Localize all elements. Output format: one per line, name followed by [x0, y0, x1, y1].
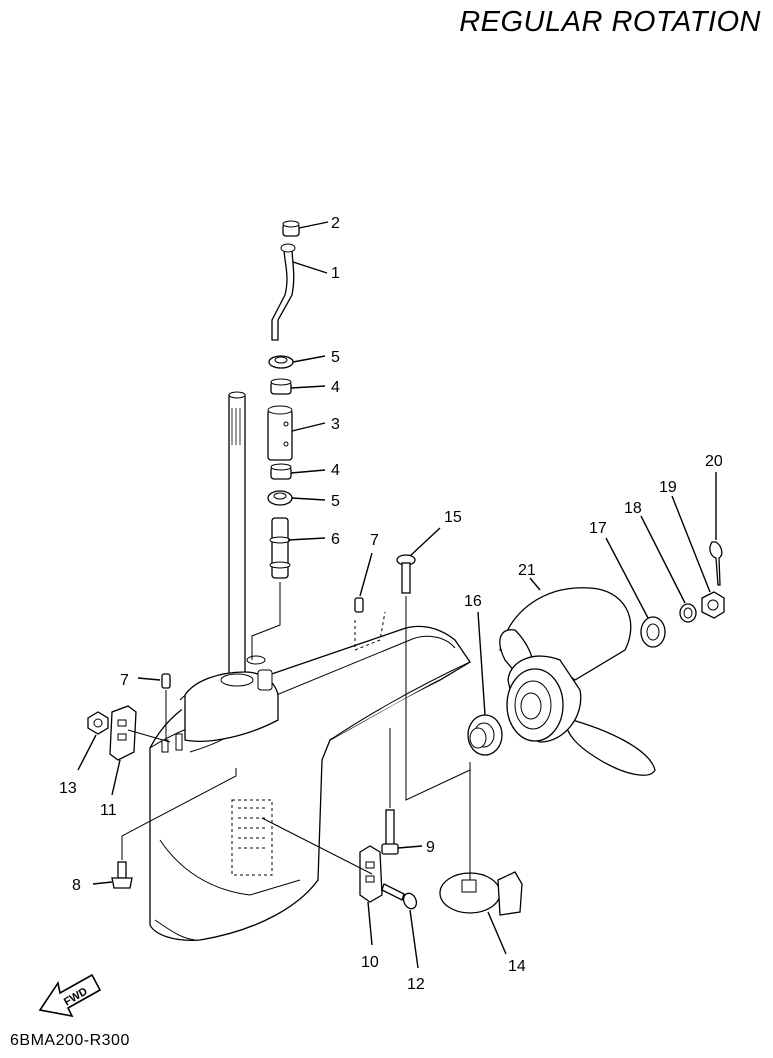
part-8-screw	[111, 861, 133, 889]
callout-17: 17	[589, 520, 607, 537]
part-18-washer	[679, 603, 697, 623]
callout-8: 8	[72, 877, 81, 894]
callout-7-right: 7	[370, 532, 379, 549]
part-15-bolt	[396, 554, 416, 594]
callout-4-lower: 4	[331, 462, 340, 479]
part-19-propeller-nut	[701, 591, 725, 619]
housing-studs	[161, 733, 183, 753]
callout-leaders	[77, 221, 717, 969]
part-12-bolt	[381, 883, 418, 910]
callout-1: 1	[331, 265, 340, 282]
callout-13: 13	[59, 780, 77, 797]
part-2-grommet	[282, 220, 300, 237]
part-5-seal-upper	[268, 355, 294, 369]
callout-2: 2	[331, 215, 340, 232]
part-17-spacer	[640, 616, 666, 648]
part-20-cotter-pin	[709, 541, 723, 586]
callout-20: 20	[705, 453, 723, 470]
part-13-nut	[87, 711, 109, 735]
callout-3: 3	[331, 416, 340, 433]
part-11-anode-tab	[109, 705, 137, 761]
callout-5-lower: 5	[331, 493, 340, 510]
callout-11: 11	[100, 802, 117, 819]
part-9-bolt	[381, 809, 399, 855]
callout-15: 15	[444, 509, 462, 526]
part-21-propeller	[499, 587, 656, 776]
diagram-code: 6BMA200-R300	[10, 1032, 130, 1049]
callout-9: 9	[426, 839, 435, 856]
part-5-seal-lower	[267, 490, 293, 506]
callout-18: 18	[624, 500, 642, 517]
callout-10: 10	[361, 954, 379, 971]
part-6-water-pipe-joint	[269, 517, 291, 579]
callout-4-upper: 4	[331, 379, 340, 396]
diagram-title: REGULAR ROTATION	[459, 6, 761, 38]
housing-top-boss	[184, 655, 279, 742]
callout-19: 19	[659, 479, 677, 496]
gearcase-housing	[149, 611, 471, 941]
part-14-anode-plate	[439, 871, 523, 916]
callout-7-left: 7	[120, 672, 129, 689]
part-4-bushing-lower	[270, 463, 292, 480]
part-7-dowel-pin-right	[354, 597, 364, 613]
part-16-thrust-washer	[467, 714, 503, 756]
callout-14: 14	[508, 958, 526, 975]
part-4-bushing-upper	[270, 378, 292, 395]
callout-5-upper: 5	[331, 349, 340, 366]
fwd-arrow-icon: FWD	[38, 973, 102, 1018]
callout-6: 6	[331, 531, 340, 548]
callout-16: 16	[464, 593, 482, 610]
part-1-water-tube	[271, 243, 296, 341]
drive-shaft	[228, 391, 246, 681]
callout-numbers: 1 2 3 4 4 5 5 6 7 7 8 9 10 11 12 13 14 1…	[59, 215, 723, 993]
callout-12: 12	[407, 976, 425, 993]
part-7-dowel-pin-left	[161, 673, 171, 689]
part-3-tube-holder	[267, 405, 293, 461]
callout-21: 21	[518, 562, 536, 579]
